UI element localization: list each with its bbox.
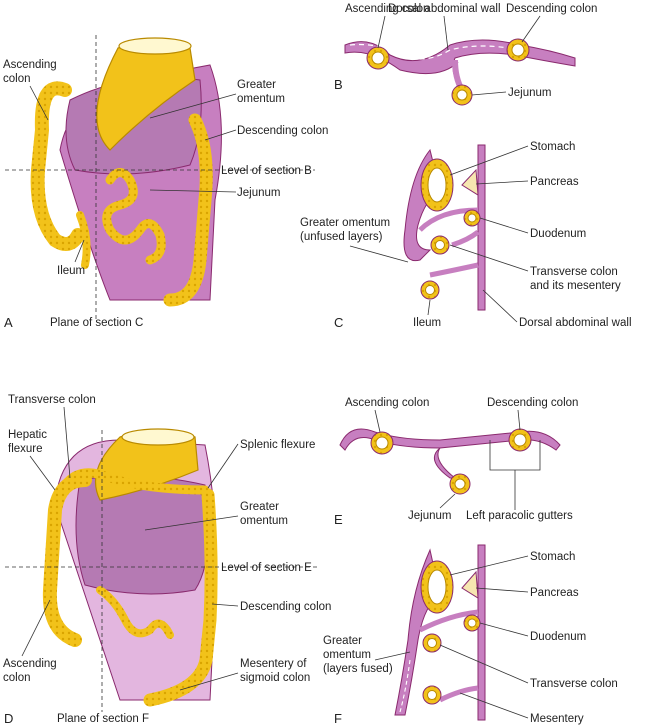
c-greater-omentum-leader <box>349 245 409 263</box>
c-transverse-colon-label-1: Transverse colon <box>530 266 618 278</box>
d-plane-f-label: Plane of section F <box>57 713 149 725</box>
panel-b-letter: B <box>334 77 343 92</box>
panel-c-illustration <box>403 144 486 311</box>
a-descending-colon-label: Descending colon <box>237 125 328 137</box>
d-ascending-colon-label-2: colon <box>3 672 31 684</box>
a-descending-colon-leader <box>204 129 237 141</box>
e-ascending-colon-leader <box>374 409 381 433</box>
e-ascending-colon-label: Ascending colon <box>345 397 429 409</box>
d-mesentery-sigmoid-leader <box>179 672 239 691</box>
b-jejunum-label: Jejunum <box>508 87 551 99</box>
c-dorsal-wall-leader <box>482 289 518 323</box>
e-descending-colon-leader <box>517 409 521 431</box>
d-hepatic-flexure-label-2: flexure <box>8 443 43 455</box>
panel-a-illustration <box>30 37 222 307</box>
f-stomach-leader <box>449 555 529 576</box>
c-duodenum-leader <box>479 217 529 234</box>
b-ascending-colon-label: Ascending colon <box>345 3 429 15</box>
d-descending-colon-label: Descending colon <box>240 601 331 613</box>
d-mesentery-sigmoid-label-1: Mesentery of <box>240 658 307 670</box>
panel-d-letter: D <box>4 711 13 726</box>
d-greater-omentum-label-2: omentum <box>240 515 288 527</box>
panel-f-letter: F <box>334 711 342 726</box>
f-mesentery-leader <box>459 692 529 719</box>
f-transverse-colon-leader <box>439 644 529 684</box>
c-greater-omentum-label-1: Greater omentum <box>300 217 390 229</box>
b-descending-colon-label: Descending colon <box>506 3 597 15</box>
b-dorsal-wall-leader <box>443 15 449 51</box>
d-splenic-flexure-leader <box>207 443 239 489</box>
panel-a-letter: A <box>4 315 13 330</box>
b-ascending-colon-leader <box>377 15 386 49</box>
panel-c-letter: C <box>334 315 343 330</box>
f-mesentery-label: Mesentery <box>530 713 584 725</box>
a-greater-omentum-label-2: omentum <box>237 93 285 105</box>
a-ascending-colon-label-1: Ascending <box>3 59 57 71</box>
f-greater-omentum-leader <box>374 651 411 661</box>
a-jejunum-label: Jejunum <box>237 187 280 199</box>
f-duodenum-leader <box>479 622 529 637</box>
f-greater-omentum-label-3: (layers fused) <box>323 663 393 675</box>
e-left-paracolic-label: Left paracolic gutters <box>466 510 573 522</box>
c-pancreas-leader <box>475 180 529 185</box>
panel-e-illustration <box>339 428 561 510</box>
c-ileum-leader <box>427 299 431 316</box>
a-greater-omentum-leader <box>149 93 237 119</box>
d-ascending-colon-label-1: Ascending <box>3 658 57 670</box>
c-pancreas-label: Pancreas <box>530 176 579 188</box>
a-plane-c-label: Plane of section C <box>50 317 143 329</box>
f-transverse-colon-label: Transverse colon <box>530 678 618 690</box>
a-jejunum-leader <box>149 189 237 193</box>
f-greater-omentum-label-2: omentum <box>323 649 371 661</box>
d-level-e-label: Level of section E <box>221 562 312 574</box>
d-hepatic-flexure-leader <box>29 455 56 491</box>
e-jejunum-leader <box>439 493 456 509</box>
c-transverse-colon-label-2: and its mesentery <box>530 280 621 292</box>
d-mesentery-sigmoid-label-2: sigmoid colon <box>240 672 310 684</box>
a-ileum-leader <box>74 239 85 263</box>
c-duodenum-label: Duodenum <box>530 228 586 240</box>
d-descending-colon-leader <box>211 603 239 607</box>
a-greater-omentum-label-1: Greater <box>237 79 276 91</box>
c-transverse-colon-leader <box>449 244 529 272</box>
f-greater-omentum-label-1: Greater <box>323 635 362 647</box>
c-stomach-leader <box>449 145 529 176</box>
d-greater-omentum-leader <box>144 515 239 531</box>
panel-f-illustration <box>394 544 486 721</box>
d-splenic-flexure-label: Splenic flexure <box>240 439 315 451</box>
a-ileum-label: Ileum <box>57 265 85 277</box>
panel-b-illustration <box>344 38 576 106</box>
panel-e-letter: E <box>334 512 343 527</box>
e-jejunum-label: Jejunum <box>408 510 451 522</box>
d-transverse-colon-leader <box>63 406 71 479</box>
c-ileum-label: Ileum <box>413 317 441 329</box>
d-greater-omentum-label-1: Greater <box>240 501 279 513</box>
c-greater-omentum-label-2: (unfused layers) <box>300 231 383 243</box>
panel-d-illustration <box>42 428 218 707</box>
d-transverse-colon-label: Transverse colon <box>8 394 96 406</box>
f-pancreas-leader <box>475 587 529 593</box>
b-jejunum-leader <box>471 91 507 96</box>
d-ascending-colon-leader <box>21 599 51 657</box>
f-pancreas-label: Pancreas <box>530 587 579 599</box>
f-stomach-label: Stomach <box>530 551 575 563</box>
f-duodenum-label: Duodenum <box>530 631 586 643</box>
b-dorsal-wall-label: Dorsal abdominal wall <box>388 3 501 15</box>
a-ascending-colon-leader <box>29 85 49 121</box>
a-ascending-colon-label-2: colon <box>3 73 31 85</box>
c-stomach-label: Stomach <box>530 141 575 153</box>
b-descending-colon-leader <box>521 15 541 43</box>
c-dorsal-wall-label: Dorsal abdominal wall <box>519 317 632 329</box>
e-descending-colon-label: Descending colon <box>487 397 578 409</box>
d-hepatic-flexure-label-1: Hepatic <box>8 429 47 441</box>
a-level-b-label: Level of section B <box>221 165 312 177</box>
